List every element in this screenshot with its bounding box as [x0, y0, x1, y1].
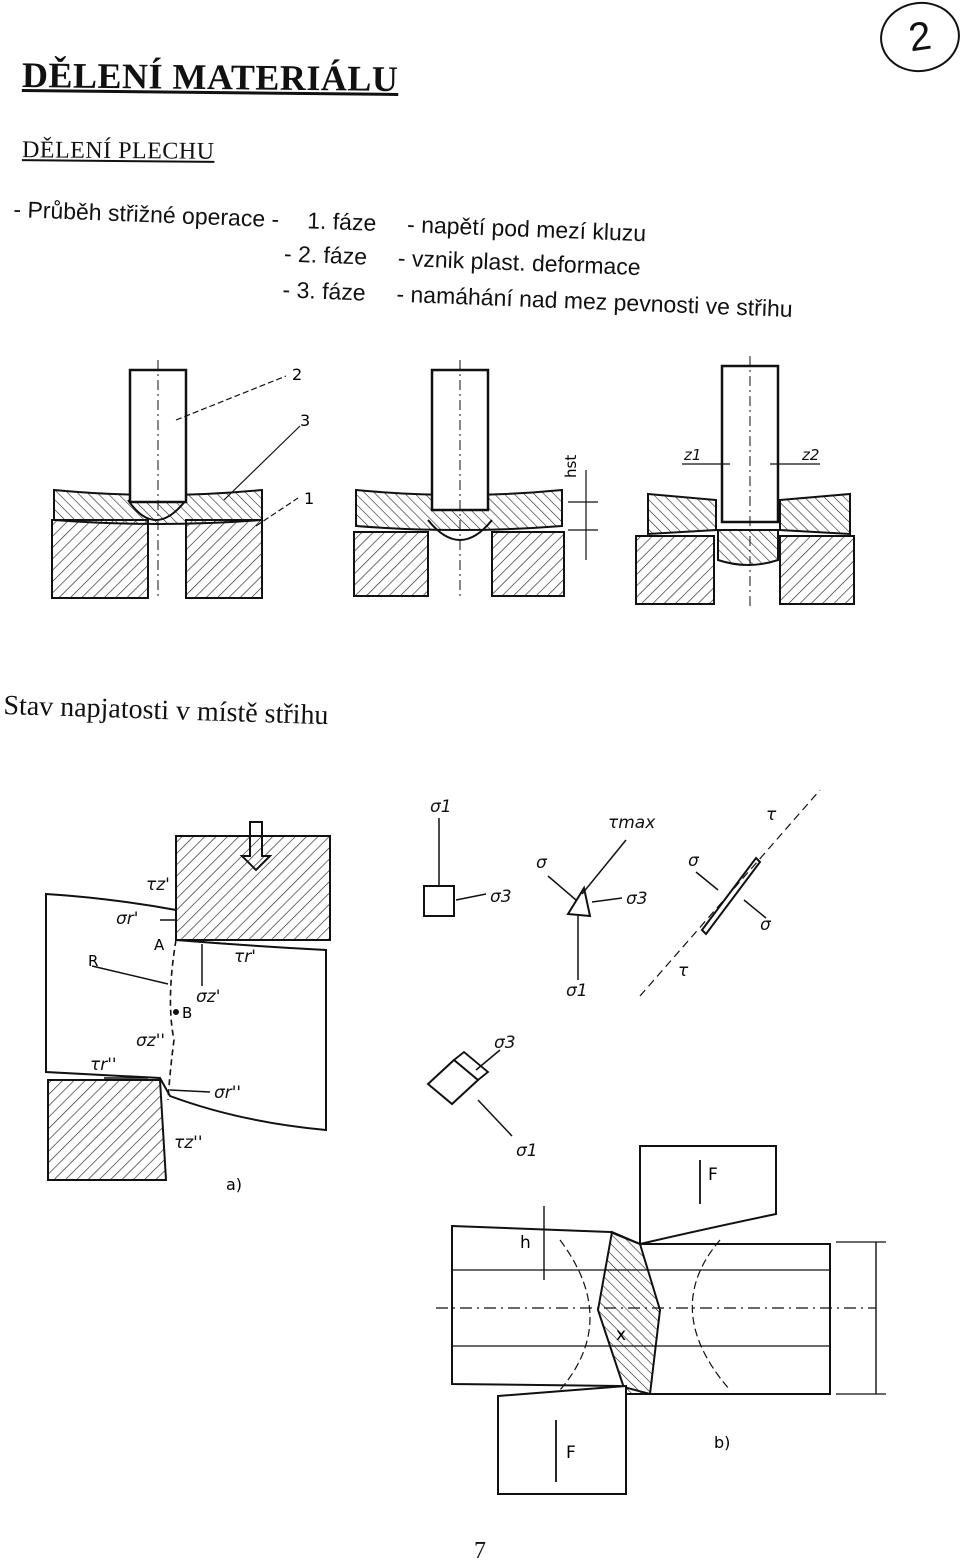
sigma-z2-label: σz'' [136, 1031, 165, 1051]
lower-blade-a [47, 1079, 168, 1181]
phase-2-diagram: hst [353, 360, 598, 600]
slug-3 [717, 529, 779, 566]
tau-z1-label: τz' [146, 875, 170, 895]
die-left-3 [635, 535, 715, 605]
f-top-label: F [708, 1165, 718, 1185]
phase-1-diagram: 2 3 1 [51, 360, 314, 600]
stress-elements: σ1 σ3 σ τmax σ3 σ1 τ σ σ τ σ3 σ1 [423, 789, 821, 1161]
figure-a-caption: a) [226, 1175, 242, 1194]
sigma-tri-label: σ [536, 853, 548, 873]
figure-a: τz' σr' A R τr' σz' B σz'' τr'' σr'' τz'… [45, 821, 331, 1194]
stress-triangle [566, 885, 592, 918]
stress-cube [423, 885, 455, 917]
die-right-2 [491, 531, 565, 597]
tau-z2-label: τz'' [174, 1133, 203, 1153]
sigma-diag-left-label: σ [688, 851, 700, 871]
f-bottom-label: F [566, 1443, 576, 1463]
x-label: x [616, 1325, 626, 1345]
sigma-diag-right-label: σ [760, 915, 772, 935]
sigma3-rot-label: σ3 [494, 1033, 516, 1053]
tau-diag-low-label: τ [678, 961, 689, 981]
page-number: 7 [474, 1538, 486, 1564]
sigma-z1-label: σz' [196, 987, 220, 1007]
sigma-r2-label: σr'' [214, 1083, 241, 1103]
phase-3-diagram: z1 z2 [635, 356, 855, 608]
die-left-2 [353, 531, 429, 597]
sigma-r1-label: σr' [116, 909, 138, 929]
rotated-cube [426, 1058, 480, 1106]
point-b-label: B [182, 1004, 192, 1022]
callout-2: 2 [292, 365, 302, 384]
inclined-element [700, 856, 762, 936]
h-label: h [520, 1233, 531, 1253]
sigma1-bottom-label: σ1 [566, 981, 588, 1001]
sigma1-rot-label: σ1 [516, 1141, 538, 1161]
tau-diag-label: τ [766, 805, 777, 825]
sigma1-top-label: σ1 [430, 797, 452, 817]
figure-b-caption: b) [714, 1433, 730, 1452]
point-a-label: A [154, 936, 165, 954]
sheet-right-3 [779, 492, 851, 536]
r-label: R [88, 952, 98, 970]
shearing-phases-figure: 2 3 1 hst z1 [51, 356, 855, 608]
hst-label: hst [562, 455, 580, 478]
callout-1: 1 [304, 489, 314, 508]
tau-r2-label: τr'' [90, 1055, 117, 1075]
die-right-3 [779, 535, 855, 605]
punch-force-arrow [239, 821, 273, 872]
sheet-section-a [45, 892, 327, 1132]
sheet-left-3 [647, 492, 717, 536]
callout-3: 3 [300, 411, 310, 430]
figure-b: F h x F b) [436, 1145, 886, 1495]
upper-blade-a [175, 835, 331, 941]
tau-max-label: τmax [608, 813, 656, 833]
sigma3-cube-label: σ3 [490, 887, 512, 907]
tau-r1-label: τr' [234, 947, 256, 967]
die-right-1 [185, 519, 263, 599]
sigma3-tri-label: σ3 [626, 889, 648, 909]
shear-zone-b [596, 1230, 662, 1395]
z1-label: z1 [683, 446, 701, 464]
lower-blade-b [497, 1384, 627, 1495]
die-left-1 [51, 519, 149, 599]
upper-blade-b [639, 1145, 777, 1246]
z2-label: z2 [801, 446, 819, 464]
